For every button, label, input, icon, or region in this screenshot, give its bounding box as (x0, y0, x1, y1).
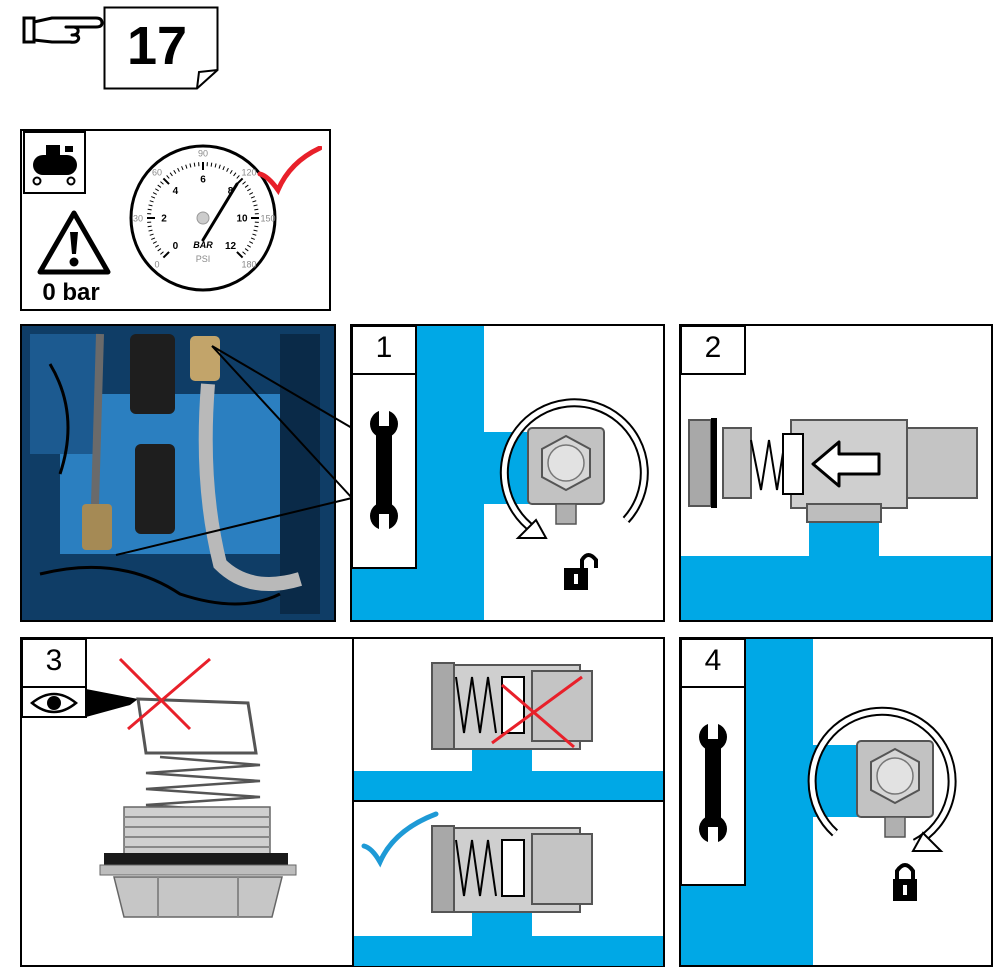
eye-icon (22, 687, 86, 717)
step-number-badge: 17 (103, 6, 219, 90)
gauge-tick (148, 209, 152, 210)
step4-number: 4 (681, 643, 745, 679)
step3-number: 3 (22, 643, 86, 679)
step3-right-panel (352, 800, 665, 967)
gauge-tick (254, 209, 258, 210)
step4-panel: 4 (679, 637, 993, 967)
gauge-bar-tick-label: 2 (161, 214, 167, 225)
gauge-psi-tick-label: 30 (133, 214, 143, 224)
step1-panel: 1 (350, 324, 665, 622)
gauge-bar-tick-label: 4 (173, 186, 179, 197)
step2-panel: 2 (679, 324, 993, 622)
gauge-hub (197, 212, 209, 224)
gauge-tick (194, 163, 195, 167)
step1-number: 1 (352, 330, 416, 366)
gauge-bar-tick-label: 12 (225, 241, 237, 252)
step3-wrong-panel (352, 637, 665, 803)
gauge-unit-psi: PSI (196, 254, 211, 264)
gauge-unit-bar: BAR (193, 240, 213, 250)
gauge-bar-tick-label: 0 (173, 241, 179, 252)
pressure-label: 0 bar (26, 279, 116, 307)
gauge-psi-tick-label: 180 (241, 259, 256, 269)
check-mark-icon (256, 146, 322, 196)
gauge-tick (254, 226, 258, 227)
gauge-psi-tick-label: 150 (260, 214, 275, 224)
gauge-bar-tick-label: 6 (200, 175, 206, 186)
gauge-tick (211, 163, 212, 167)
step3-panel: 3 (20, 637, 356, 967)
gauge-psi-tick-label: 90 (198, 149, 208, 159)
gauge-tick (148, 226, 152, 227)
step-number: 17 (103, 16, 211, 76)
location-photo (20, 324, 336, 622)
gauge-psi-tick-label: 0 (155, 259, 160, 269)
warning-triangle-icon (36, 208, 112, 276)
gauge-psi-tick-label: 120 (241, 168, 256, 178)
gauge-bar-tick-label: 10 (236, 214, 248, 225)
pointing-hand-icon (22, 12, 104, 48)
gauge-psi-tick-label: 60 (152, 168, 162, 178)
compressor-icon (23, 131, 86, 195)
step2-number: 2 (681, 330, 745, 366)
